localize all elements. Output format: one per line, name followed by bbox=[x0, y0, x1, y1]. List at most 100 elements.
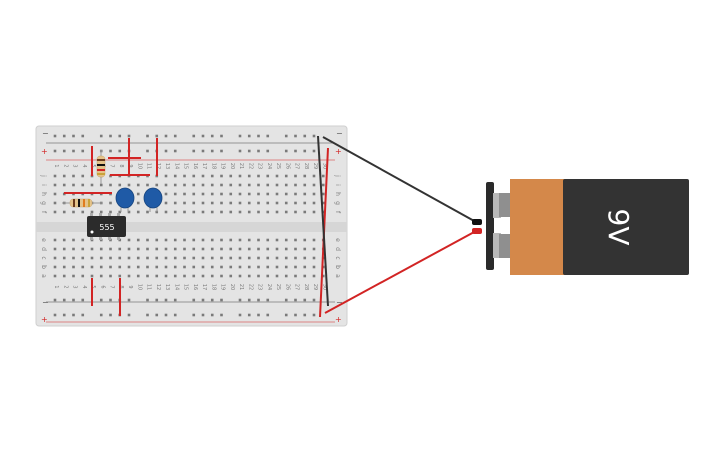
breadboard-hole[interactable] bbox=[220, 201, 223, 205]
breadboard-hole[interactable] bbox=[127, 238, 131, 242]
breadboard-hole[interactable] bbox=[312, 174, 316, 178]
breadboard-hole[interactable] bbox=[294, 201, 297, 205]
breadboard-hole[interactable] bbox=[62, 256, 66, 260]
breadboard-hole[interactable] bbox=[146, 256, 149, 260]
breadboard-hole[interactable] bbox=[312, 265, 316, 269]
breadboard-hole[interactable] bbox=[72, 183, 75, 187]
breadboard-hole[interactable] bbox=[247, 201, 251, 205]
breadboard-hole[interactable] bbox=[294, 247, 297, 251]
breadboard-hole[interactable] bbox=[155, 313, 159, 317]
breadboard-hole[interactable] bbox=[62, 174, 66, 178]
breadboard-hole[interactable] bbox=[62, 247, 66, 251]
breadboard-hole[interactable] bbox=[312, 247, 316, 251]
breadboard-hole[interactable] bbox=[257, 183, 260, 187]
breadboard-hole[interactable] bbox=[229, 183, 233, 187]
black-wire[interactable] bbox=[322, 136, 477, 223]
breadboard-hole[interactable] bbox=[294, 134, 297, 138]
breadboard-hole[interactable] bbox=[53, 256, 57, 260]
breadboard-hole[interactable] bbox=[109, 256, 112, 260]
breadboard-hole[interactable] bbox=[266, 256, 270, 260]
breadboard-hole[interactable] bbox=[192, 183, 196, 187]
breadboard-hole[interactable] bbox=[275, 174, 279, 178]
breadboard-hole[interactable] bbox=[183, 274, 186, 278]
breadboard-hole[interactable] bbox=[284, 201, 288, 205]
battery-leads[interactable] bbox=[322, 136, 482, 314]
breadboard-hole[interactable] bbox=[192, 149, 196, 153]
breadboard-hole[interactable] bbox=[247, 210, 251, 214]
breadboard-hole[interactable] bbox=[257, 265, 260, 269]
breadboard-hole[interactable] bbox=[109, 149, 112, 153]
breadboard-hole[interactable] bbox=[99, 298, 103, 302]
breadboard-hole[interactable] bbox=[284, 274, 288, 278]
breadboard-hole[interactable] bbox=[127, 210, 131, 214]
breadboard-hole[interactable] bbox=[155, 238, 159, 242]
breadboard-hole[interactable] bbox=[201, 210, 205, 214]
breadboard-hole[interactable] bbox=[284, 298, 288, 302]
breadboard-hole[interactable] bbox=[155, 183, 159, 187]
resistor-horizontal[interactable] bbox=[62, 198, 102, 208]
breadboard-hole[interactable] bbox=[220, 247, 223, 251]
breadboard-hole[interactable] bbox=[109, 313, 112, 317]
breadboard-hole[interactable] bbox=[201, 298, 205, 302]
breadboard-hole[interactable] bbox=[146, 265, 149, 269]
breadboard-hole[interactable] bbox=[155, 134, 159, 138]
breadboard-hole[interactable] bbox=[229, 210, 233, 214]
breadboard-hole[interactable] bbox=[210, 201, 214, 205]
breadboard-hole[interactable] bbox=[210, 192, 214, 196]
breadboard-hole[interactable] bbox=[210, 183, 214, 187]
breadboard-hole[interactable] bbox=[266, 274, 270, 278]
breadboard-hole[interactable] bbox=[118, 247, 122, 251]
breadboard-hole[interactable] bbox=[183, 238, 186, 242]
breadboard-hole[interactable] bbox=[266, 183, 270, 187]
breadboard-hole[interactable] bbox=[247, 134, 251, 138]
breadboard-hole[interactable] bbox=[173, 313, 177, 317]
breadboard-hole[interactable] bbox=[72, 298, 75, 302]
breadboard-hole[interactable] bbox=[81, 247, 85, 251]
breadboard-hole[interactable] bbox=[127, 256, 131, 260]
breadboard-hole[interactable] bbox=[220, 313, 223, 317]
breadboard-hole[interactable] bbox=[192, 298, 196, 302]
red-wire[interactable] bbox=[324, 230, 477, 314]
breadboard-hole[interactable] bbox=[146, 247, 149, 251]
breadboard-hole[interactable] bbox=[173, 274, 177, 278]
breadboard-hole[interactable] bbox=[146, 134, 149, 138]
breadboard-hole[interactable] bbox=[275, 256, 279, 260]
breadboard-hole[interactable] bbox=[284, 265, 288, 269]
breadboard-hole[interactable] bbox=[312, 210, 316, 214]
breadboard-hole[interactable] bbox=[164, 256, 168, 260]
breadboard-hole[interactable] bbox=[247, 174, 251, 178]
breadboard-hole[interactable] bbox=[294, 265, 297, 269]
breadboard-hole[interactable] bbox=[109, 201, 112, 205]
breadboard-hole[interactable] bbox=[220, 238, 223, 242]
breadboard-hole[interactable] bbox=[303, 134, 307, 138]
breadboard-hole[interactable] bbox=[146, 149, 149, 153]
breadboard-hole[interactable] bbox=[238, 192, 242, 196]
breadboard-hole[interactable] bbox=[284, 174, 288, 178]
breadboard-hole[interactable] bbox=[229, 247, 233, 251]
breadboard-hole[interactable] bbox=[99, 210, 103, 214]
breadboard-hole[interactable] bbox=[164, 313, 168, 317]
breadboard-hole[interactable] bbox=[220, 265, 223, 269]
breadboard-hole[interactable] bbox=[210, 298, 214, 302]
breadboard-hole[interactable] bbox=[109, 134, 112, 138]
breadboard-hole[interactable] bbox=[294, 149, 297, 153]
breadboard-hole[interactable] bbox=[81, 313, 85, 317]
breadboard-hole[interactable] bbox=[303, 183, 307, 187]
breadboard-hole[interactable] bbox=[146, 183, 149, 187]
breadboard-hole[interactable] bbox=[284, 210, 288, 214]
black-wire[interactable] bbox=[317, 135, 329, 307]
breadboard-hole[interactable] bbox=[201, 247, 205, 251]
breadboard-hole[interactable] bbox=[192, 274, 196, 278]
breadboard-hole[interactable] bbox=[266, 265, 270, 269]
breadboard-hole[interactable] bbox=[312, 192, 316, 196]
breadboard-hole[interactable] bbox=[201, 183, 205, 187]
breadboard-hole[interactable] bbox=[136, 201, 140, 205]
breadboard-hole[interactable] bbox=[72, 174, 75, 178]
breadboard-hole[interactable] bbox=[266, 192, 270, 196]
breadboard-hole[interactable] bbox=[109, 247, 112, 251]
breadboard-hole[interactable] bbox=[257, 298, 260, 302]
breadboard-hole[interactable] bbox=[164, 201, 168, 205]
breadboard-hole[interactable] bbox=[257, 313, 260, 317]
breadboard-hole[interactable] bbox=[53, 192, 57, 196]
breadboard-hole[interactable] bbox=[109, 274, 112, 278]
